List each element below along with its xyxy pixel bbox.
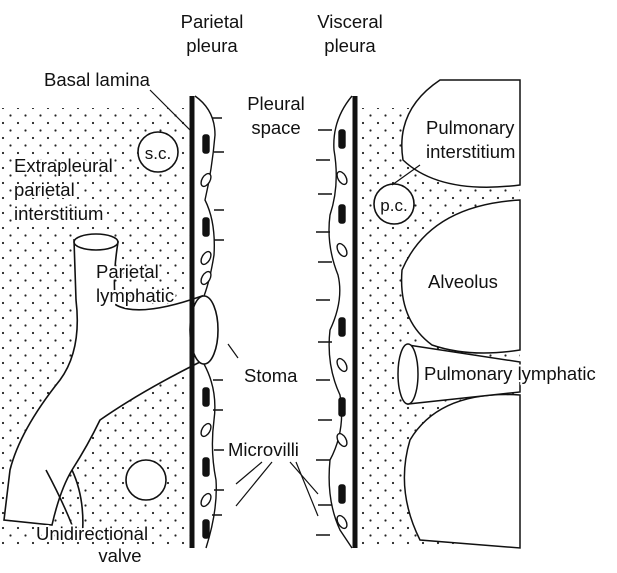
visceral-pleura-label-1: Visceral xyxy=(317,11,382,32)
alveolus-label: Alveolus xyxy=(428,271,498,292)
visceral-pleura-label-2: pleura xyxy=(324,35,376,56)
extrapleural-label-1: Extrapleural xyxy=(14,155,113,176)
microvilli-pointer-1 xyxy=(236,462,262,484)
basal-lamina-label: Basal lamina xyxy=(44,69,151,90)
pleural-space-label-2: space xyxy=(251,117,300,138)
microvilli-pointer-4 xyxy=(296,462,318,516)
pulmonary-lymphatic-label: Pulmonary lymphatic xyxy=(424,363,596,384)
stoma-label: Stoma xyxy=(244,365,298,386)
extrapleural-label-3: interstitium xyxy=(14,203,103,224)
microvilli-label: Microvilli xyxy=(228,439,299,460)
pleural-space-label-1: Pleural xyxy=(247,93,305,114)
pc-label: p.c. xyxy=(380,196,407,215)
extrapleural-label-2: parietal xyxy=(14,179,75,200)
parietal-pleura-label-2: pleura xyxy=(186,35,238,56)
unidirectional-valve-label-2: valve xyxy=(98,545,141,566)
parietal-lymphatic-label-1: Parietal xyxy=(96,261,159,282)
parietal-pleura-label-1: Parietal xyxy=(181,11,244,32)
microvilli-pointer-3 xyxy=(290,462,318,494)
stoma-pointer xyxy=(228,344,238,358)
sc-label: s.c. xyxy=(145,144,171,163)
lower-capillary xyxy=(126,460,166,500)
pulmonary-interstitium-label-2: interstitium xyxy=(426,141,515,162)
pulmonary-interstitium-label-1: Pulmonary xyxy=(426,117,515,138)
visceral-mesothelium xyxy=(316,96,352,548)
parietal-lymphatic-label-2: lymphatic xyxy=(96,285,174,306)
unidirectional-valve-label-1: Unidirectional xyxy=(36,523,148,544)
